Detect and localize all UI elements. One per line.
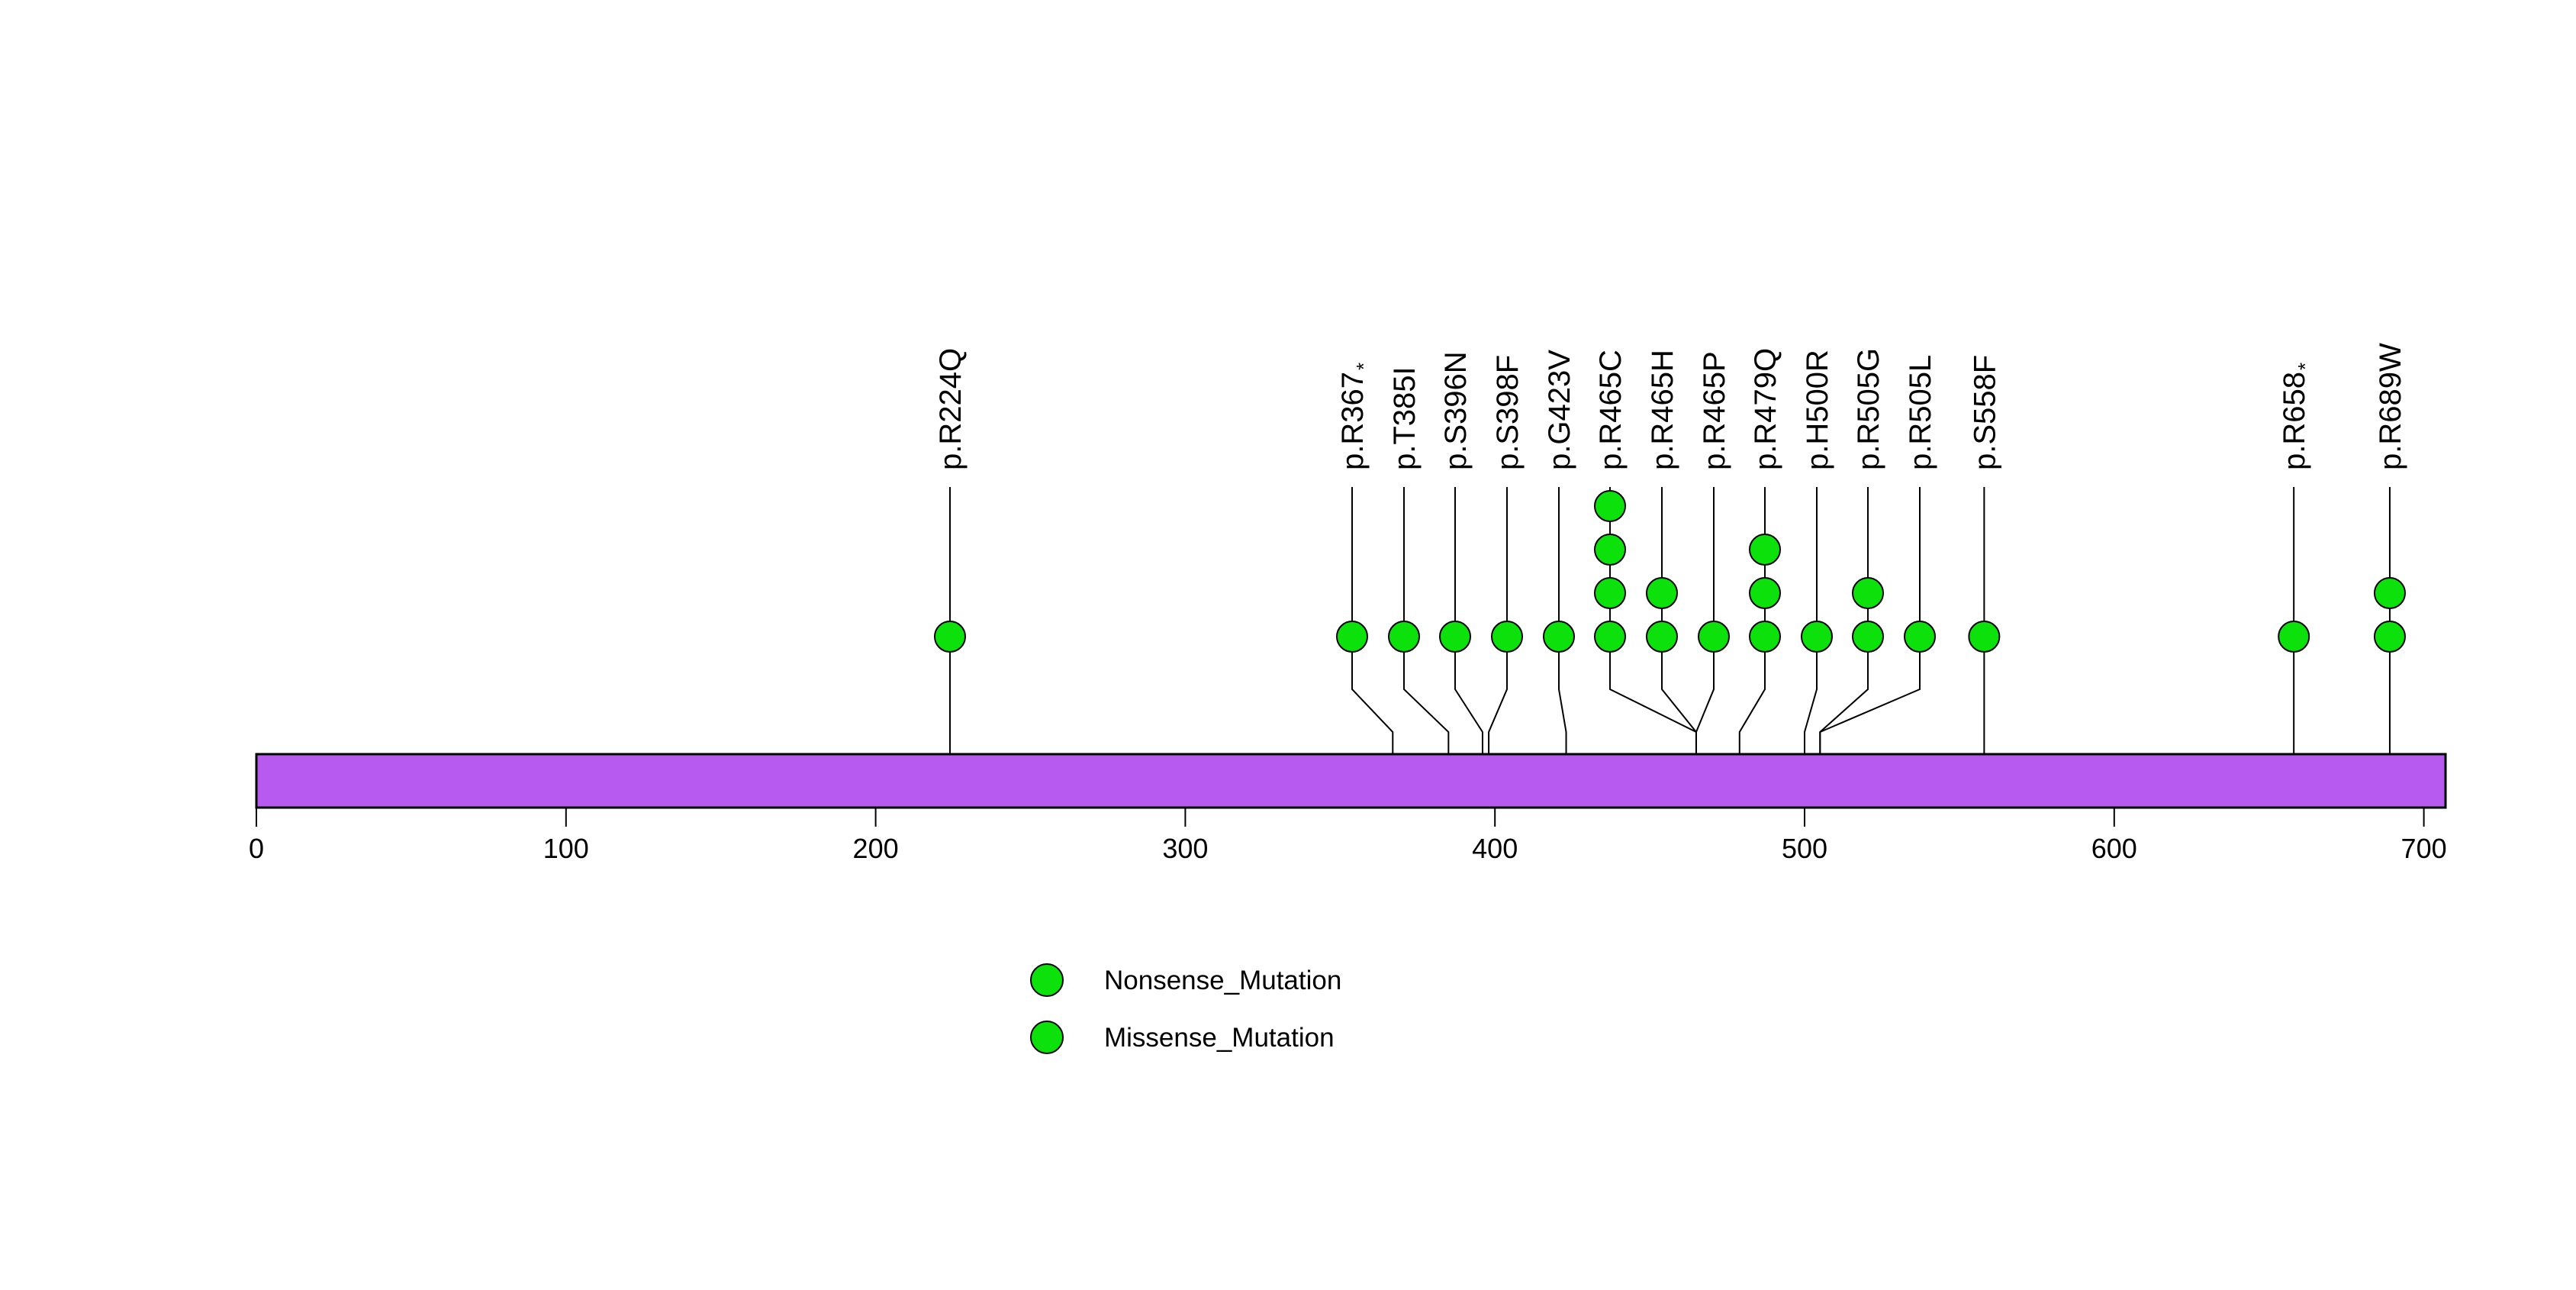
mutation-label: p.S396N	[1439, 351, 1473, 470]
axis-tick-label: 600	[2091, 833, 2137, 864]
axis-tick-label: 200	[853, 833, 899, 864]
mutation-point	[1336, 621, 1368, 653]
mutation-point	[1749, 577, 1781, 609]
mutation-point	[1852, 621, 1884, 653]
axis-tick-label: 700	[2401, 833, 2447, 864]
mutation-point	[2373, 577, 2406, 609]
mutation-point	[1646, 577, 1678, 609]
mutation-point	[1594, 621, 1626, 653]
mutation-point	[1749, 621, 1781, 653]
mutation-label: p.R689W	[2374, 343, 2407, 470]
legend-swatch	[1030, 1021, 1064, 1054]
mutation-label: p.R479Q	[1749, 348, 1782, 470]
mutation-label: p.S398F	[1491, 355, 1525, 470]
mutation-labels-layer: p.R224Q p.R367* p.T385I p.S396N p.S398F p.G42…	[934, 343, 2407, 470]
mutation-label: p.R465C	[1594, 350, 1628, 470]
mutation-label: p.R367*	[1336, 363, 1375, 470]
legend-label: Nonsense_Mutation	[1104, 966, 1341, 995]
mutation-label: p.G423V	[1543, 350, 1576, 470]
mutation-point	[1646, 621, 1678, 653]
mutation-point	[1594, 577, 1626, 609]
mutation-point	[1594, 490, 1626, 522]
mutation-label: p.R465H	[1646, 350, 1679, 470]
mutation-point	[1698, 621, 1730, 653]
mutation-label: p.R465P	[1698, 351, 1731, 470]
mutation-point	[2373, 621, 2406, 653]
mutation-point	[1904, 621, 1936, 653]
mutation-point	[1801, 621, 1833, 653]
protein-bar-layer	[255, 753, 2447, 809]
mutation-point	[1439, 621, 1471, 653]
legend-label: Missense_Mutation	[1104, 1023, 1335, 1053]
x-axis-layer: 0 100 200 300 400 500 600 700	[249, 808, 2447, 864]
legend-swatch	[1030, 963, 1064, 997]
mutation-label: p.S558F	[1968, 355, 2001, 470]
axis-tick-label: 500	[1782, 833, 1827, 864]
mutation-point	[1852, 577, 1884, 609]
protein-domain-bar	[255, 753, 2447, 809]
mutation-label: p.R505G	[1852, 348, 1885, 470]
mutation-label: p.R224Q	[934, 348, 968, 470]
axis-tick-label: 100	[543, 833, 589, 864]
mutation-label: p.R658*	[2278, 363, 2317, 470]
mutation-label: p.T385I	[1388, 366, 1422, 470]
mutation-label: p.H500R	[1801, 350, 1834, 470]
mutation-point	[1491, 621, 1523, 653]
mutation-point	[1388, 621, 1420, 653]
mutation-point	[1594, 534, 1626, 566]
mutation-point	[1543, 621, 1575, 653]
axis-tick-label: 400	[1472, 833, 1518, 864]
axis-tick-label: 0	[249, 833, 264, 864]
mutation-label: p.R505L	[1904, 355, 1937, 470]
points-layer	[933, 490, 2406, 653]
mutation-point	[1749, 534, 1781, 566]
mutation-point	[1968, 621, 2001, 653]
mutation-point	[933, 621, 966, 653]
axis-tick-label: 300	[1162, 833, 1208, 864]
mutation-point	[2278, 621, 2310, 653]
